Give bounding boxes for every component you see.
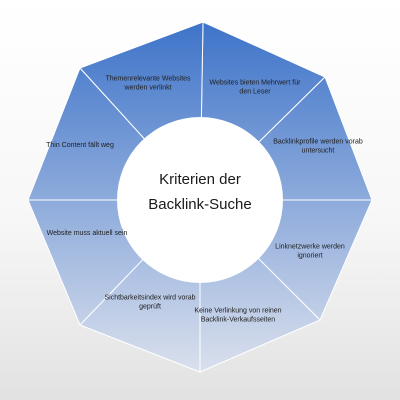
center-title: Kriterien der Backlink-Suche [125, 167, 275, 217]
center-title-line1: Kriterien der [159, 171, 241, 188]
segment-label-mehrwert: Websites bieten Mehrwert für den Leser [209, 79, 301, 96]
segment-label-sichtbarkeitsindex: Sichtbarkeitsindex wird vorab geprüft [104, 294, 196, 311]
segment-label-linknetzwerke: Linknetzwerke werden ignoriert [275, 243, 345, 260]
segment-label-backlinkprofile: Backlinkprofile werden vorab untersucht [273, 138, 363, 155]
center-circle [117, 117, 283, 283]
segment-label-themenrelevanz: Themenrelevante Websites werden verlinkt [105, 75, 191, 92]
center-title-line2: Backlink-Suche [148, 196, 252, 213]
segment-label-thin-content: Thin Content fällt weg [46, 141, 114, 149]
segment-label-verkaufsseiten: Keine Verlinkung von reinen Backlink-Ver… [194, 307, 282, 324]
segment-label-aktualitaet: Website muss aktuell sein [46, 229, 128, 237]
